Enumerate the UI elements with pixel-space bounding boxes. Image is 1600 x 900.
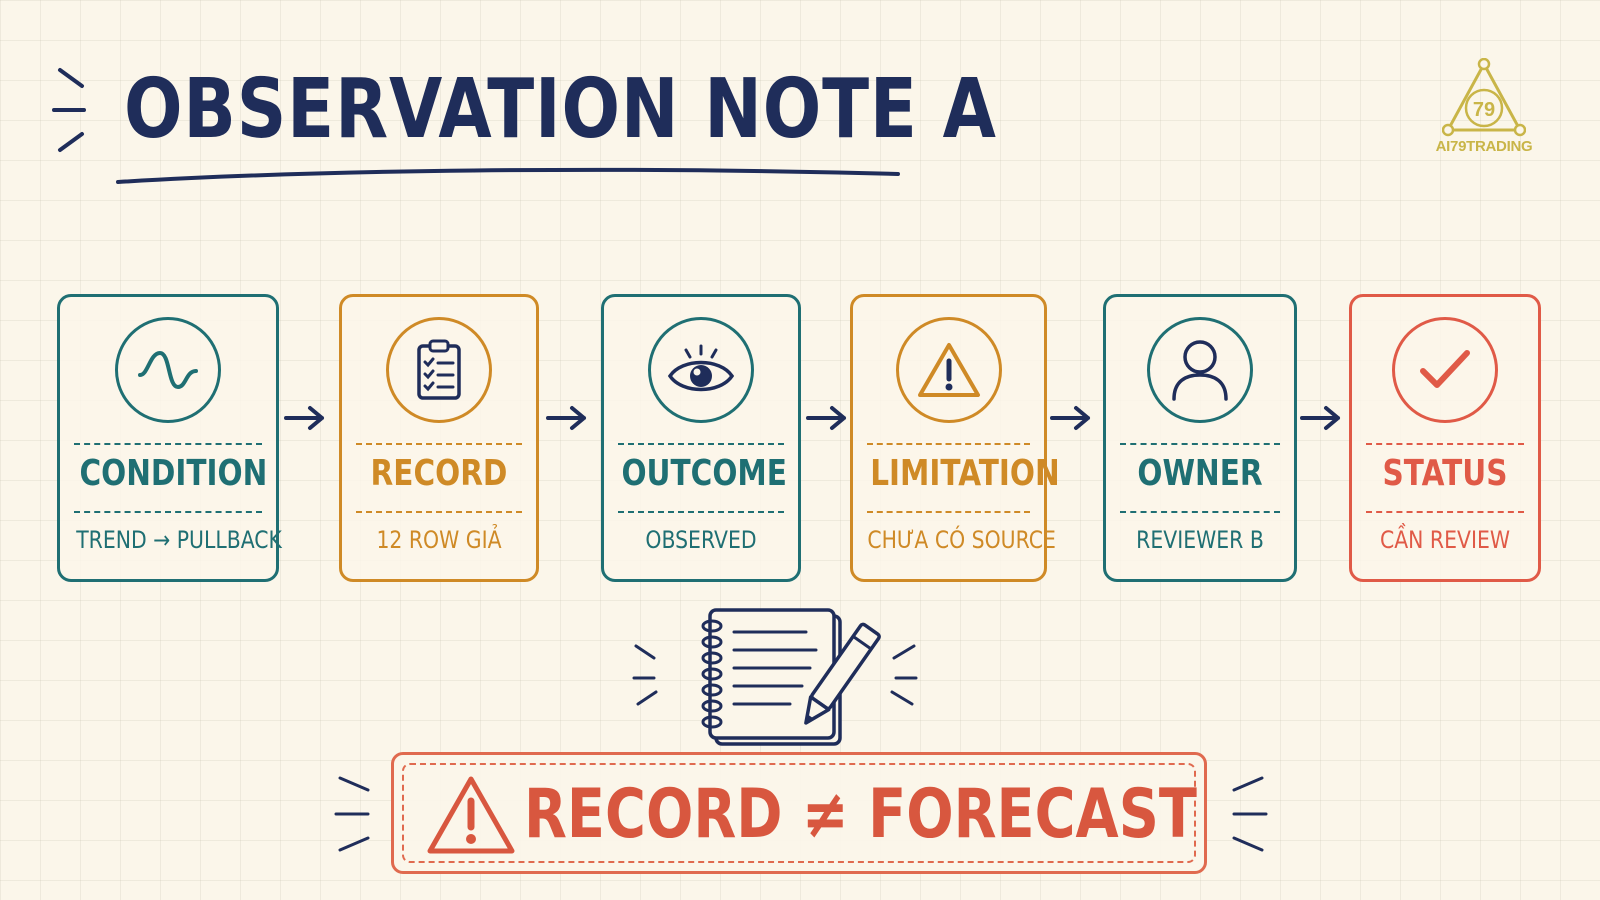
record-not-forecast-banner: RECORD ≠ FORECAST [391, 752, 1207, 874]
wave-icon [138, 350, 198, 390]
notebook-pencil-icon [632, 608, 918, 746]
step-heading: OWNER [1137, 453, 1263, 494]
step-card-limitation: LIMITATION CHƯA CÓ SOURCE [850, 294, 1060, 582]
step-heading: STATUS [1382, 453, 1508, 494]
warning-triangle-icon [427, 776, 515, 854]
flow-arrow [1050, 406, 1090, 430]
flow-arrow [284, 406, 324, 430]
brand-logo: 79 AI79TRADING [1424, 57, 1544, 155]
step-card-record: RECORD 12 ROW GIẢ [339, 294, 539, 582]
user-icon [1172, 340, 1228, 401]
step-card-status: STATUS CẦN REVIEW [1349, 294, 1541, 582]
triangle-logo-icon: 79 [1441, 57, 1527, 137]
step-value: CHƯA CÓ SOURCE [867, 526, 1056, 554]
page-title: OBSERVATION NOTE A [124, 62, 997, 157]
flow-arrow [1300, 406, 1340, 430]
logo-text: AI79TRADING [1435, 138, 1533, 155]
step-card-condition: CONDITION TREND → PULLBACK [57, 294, 282, 582]
step-card-outcome: OUTCOME OBSERVED [601, 294, 801, 582]
step-value: 12 ROW GIẢ [376, 526, 502, 554]
footer-text: RECORD ≠ FORECAST [524, 775, 1197, 854]
step-card-owner: OWNER REVIEWER B [1103, 294, 1297, 582]
step-value: REVIEWER B [1136, 526, 1264, 554]
step-heading: CONDITION [79, 453, 268, 494]
title-underline [116, 167, 900, 184]
clipboard-checklist-icon [417, 339, 461, 400]
flow-arrow [546, 406, 586, 430]
eye-icon [667, 344, 735, 392]
warning-triangle-icon [917, 343, 980, 397]
step-heading: RECORD [370, 453, 508, 494]
step-heading: LIMITATION [870, 453, 1060, 494]
step-value: OBSERVED [645, 526, 757, 554]
banner-emphasis-marks-right [1232, 776, 1268, 852]
step-value: CẦN REVIEW [1379, 526, 1511, 554]
step-heading: OUTCOME [621, 453, 787, 494]
banner-emphasis-marks-left [334, 776, 370, 852]
logo-mark: 79 [1473, 99, 1495, 121]
checkmark-icon [1420, 350, 1470, 388]
title-emphasis-marks [52, 68, 86, 152]
flow-arrow [806, 406, 846, 430]
step-value: TREND → PULLBACK [76, 526, 282, 554]
